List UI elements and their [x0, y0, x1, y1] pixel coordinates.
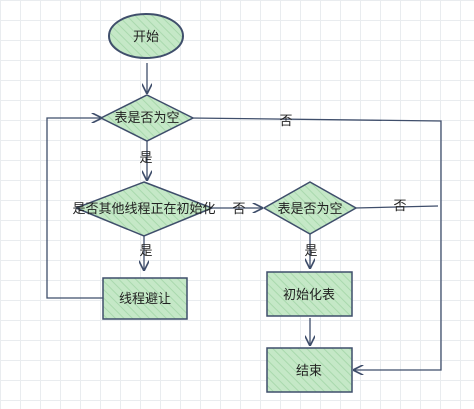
node-init-table-label: 初始化表 [283, 288, 335, 303]
node-check-empty-2: 表是否为空 [262, 181, 358, 235]
node-start-label: 开始 [133, 30, 159, 45]
edge-check2-no [354, 205, 439, 209]
node-check-other-thread: 是否其他线程正在初始化 [72, 181, 216, 237]
connectors [46, 63, 442, 370]
node-start: 开始 [108, 13, 184, 59]
node-thread-yield-label: 线程避让 [119, 292, 171, 307]
node-end: 结束 [266, 347, 353, 393]
edge-label-yes-2: 是 [139, 244, 152, 259]
edge-label-yes-3: 是 [304, 244, 317, 259]
edge-yield-loop-back [46, 118, 103, 299]
node-init-table: 初始化表 [266, 271, 353, 317]
edge-label-no-3: 否 [393, 199, 406, 214]
node-check-empty-2-label: 表是否为空 [277, 202, 342, 217]
edge-check1-no-to-end [189, 117, 442, 370]
node-thread-yield: 线程避让 [102, 277, 188, 320]
node-check-empty-1: 表是否为空 [99, 94, 195, 142]
node-check-empty-1-label: 表是否为空 [114, 111, 179, 126]
node-end-label: 结束 [296, 364, 322, 379]
node-check-other-thread-label: 是否其他线程正在初始化 [72, 202, 215, 217]
edge-label-no-2: 否 [232, 202, 245, 217]
edge-label-yes-1: 是 [139, 151, 152, 166]
edge-label-no-1: 否 [279, 114, 292, 129]
